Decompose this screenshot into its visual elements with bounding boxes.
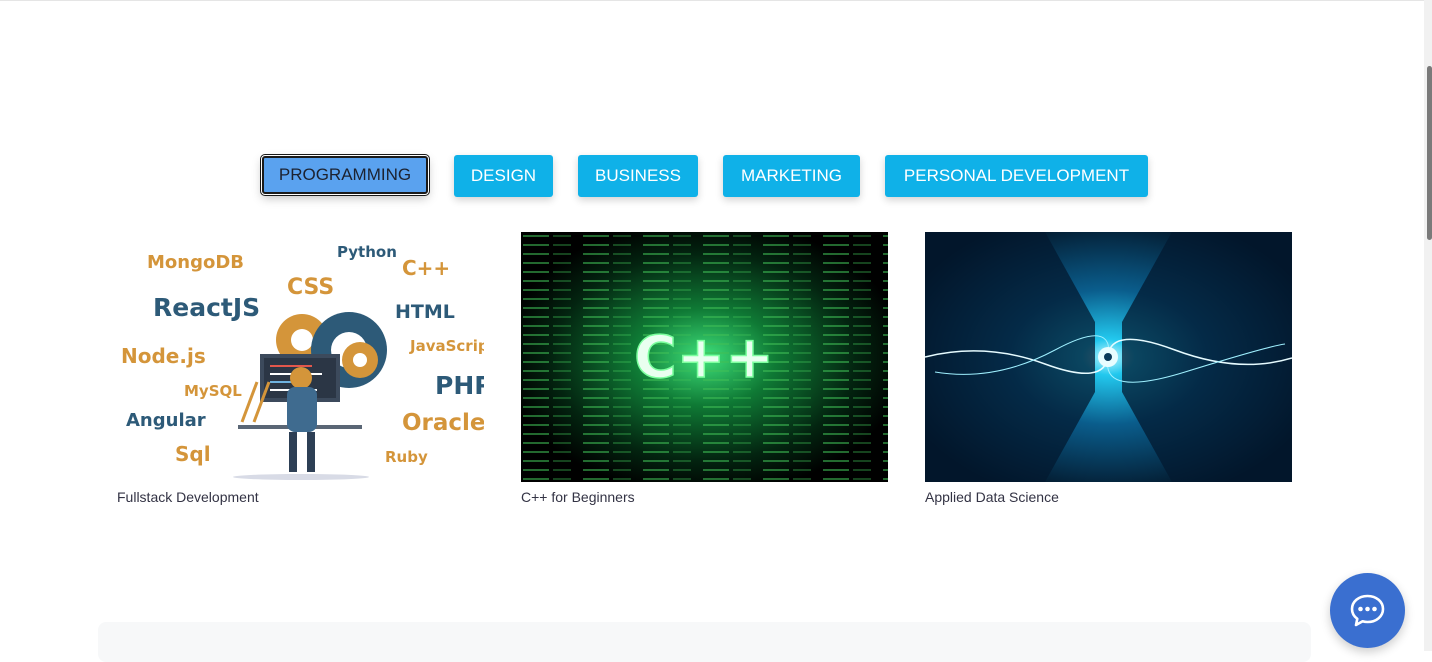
course-title[interactable]: C++ for Beginners xyxy=(521,489,635,505)
course-card-cpp[interactable]: C++ C++ for Beginners xyxy=(521,232,888,505)
category-tabs: PROGRAMMING DESIGN BUSINESS MARKETING PE… xyxy=(0,155,1424,197)
tab-business[interactable]: BUSINESS xyxy=(578,155,698,197)
word-html: HTML xyxy=(395,301,455,323)
scrollbar-thumb[interactable] xyxy=(1427,66,1432,240)
word-mongodb: MongoDB xyxy=(147,252,244,273)
page-scrollbar[interactable] xyxy=(1424,0,1432,651)
course-title[interactable]: Fullstack Development xyxy=(117,489,259,505)
course-image-data-science[interactable] xyxy=(925,232,1292,482)
tab-marketing[interactable]: MARKETING xyxy=(723,155,860,197)
word-nodejs: Node.js xyxy=(121,344,206,368)
chat-button[interactable] xyxy=(1330,573,1405,648)
tab-design[interactable]: DESIGN xyxy=(454,155,553,197)
word-javascript: JavaScript xyxy=(409,337,484,355)
next-section-panel xyxy=(98,622,1311,662)
course-card-fullstack[interactable]: MongoDB Python C++ CSS ReactJS HTML Java… xyxy=(117,232,484,505)
tab-programming[interactable]: PROGRAMMING xyxy=(261,155,429,195)
word-angular: Angular xyxy=(126,410,206,431)
course-title[interactable]: Applied Data Science xyxy=(925,489,1059,505)
gears-illustration xyxy=(276,312,387,388)
word-ruby: Ruby xyxy=(385,448,428,466)
course-image-cpp[interactable]: C++ xyxy=(521,232,888,482)
tab-personal-development[interactable]: PERSONAL DEVELOPMENT xyxy=(885,155,1148,197)
course-image-fullstack[interactable]: MongoDB Python C++ CSS ReactJS HTML Java… xyxy=(117,232,484,482)
developer-illustration xyxy=(233,354,369,480)
header-divider xyxy=(0,0,1424,1)
word-reactjs: ReactJS xyxy=(153,293,260,322)
chat-bubble-icon xyxy=(1350,594,1385,627)
word-python: Python xyxy=(337,243,397,261)
word-php: PHP xyxy=(435,371,484,400)
word-oracle: Oracle xyxy=(402,410,484,436)
word-mysql: MySQL xyxy=(184,382,242,400)
word-css: CSS xyxy=(287,275,334,300)
word-sql: Sql xyxy=(175,442,211,466)
word-cpp: C++ xyxy=(402,256,450,280)
cpp-logo-text: C++ xyxy=(634,323,774,391)
course-card-data-science[interactable]: Applied Data Science xyxy=(925,232,1292,505)
